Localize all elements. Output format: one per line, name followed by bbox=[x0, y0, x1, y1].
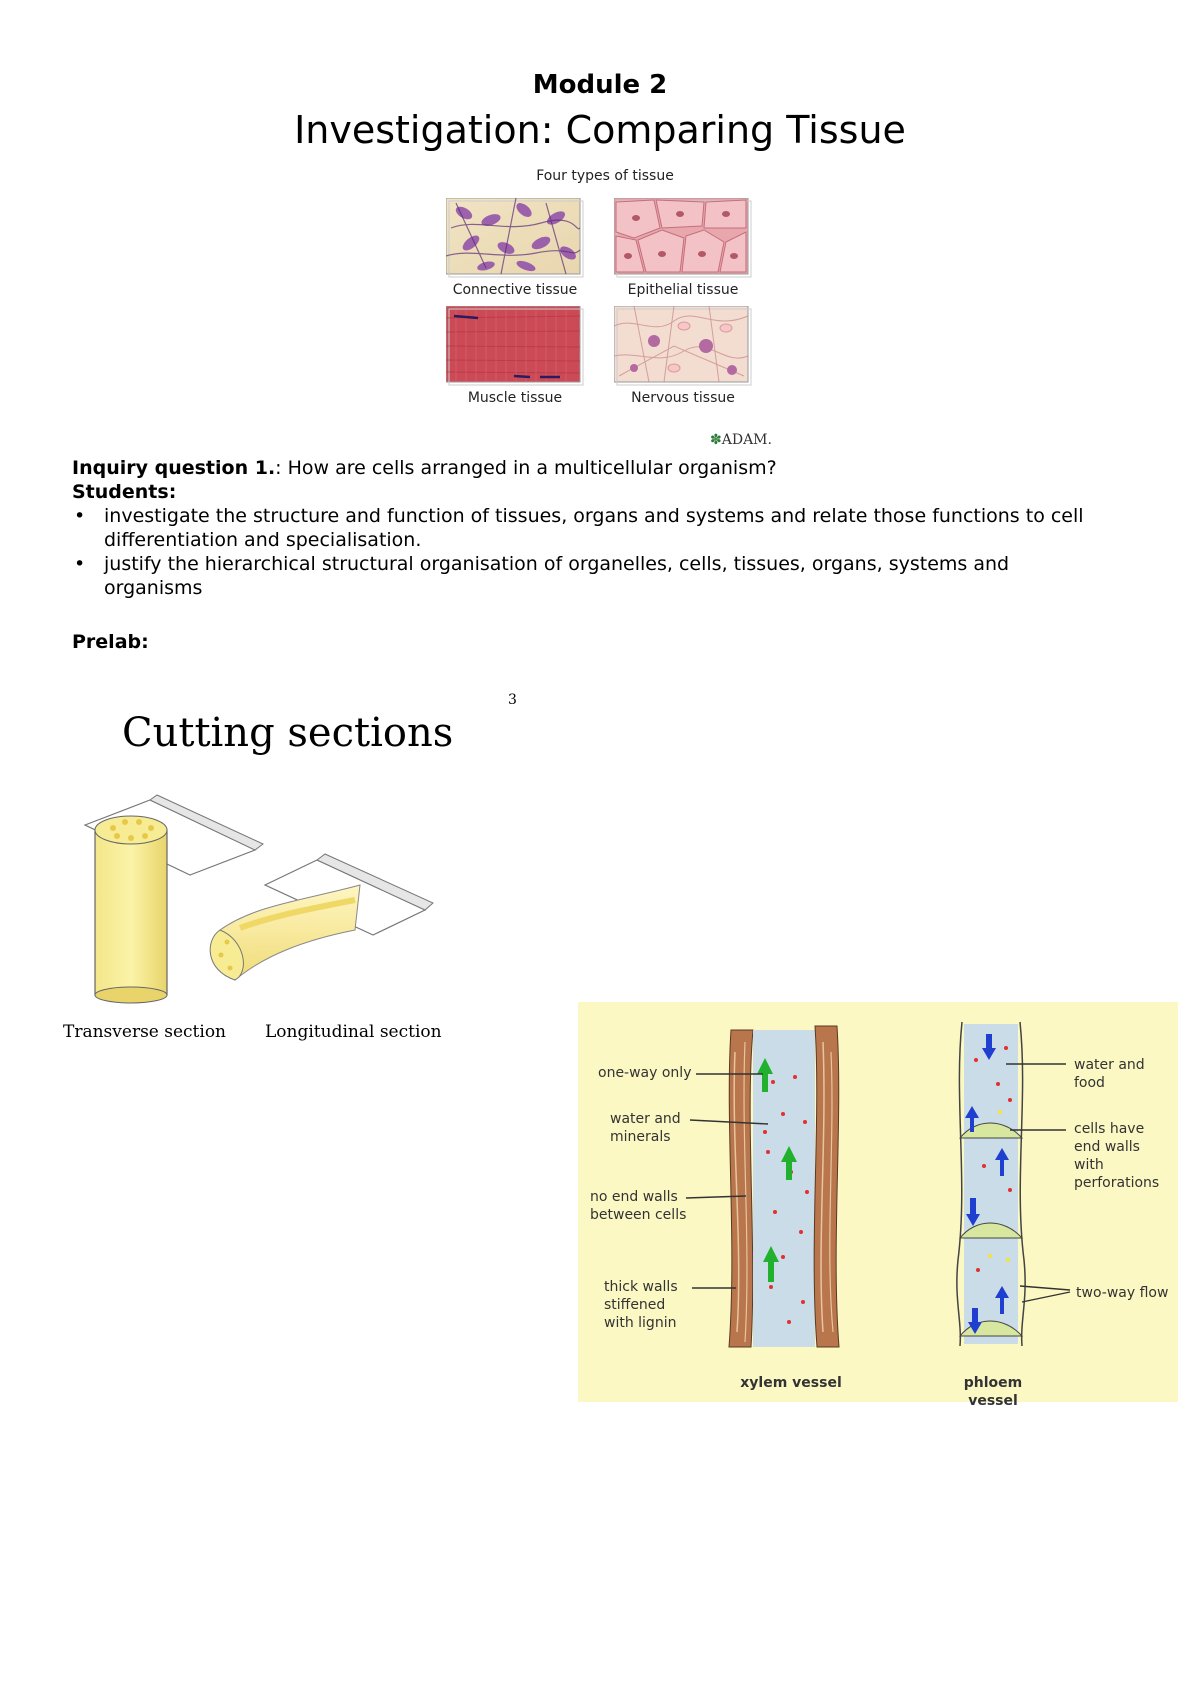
transverse-section-caption: Transverse section bbox=[63, 1022, 227, 1042]
slide-number: 3 bbox=[508, 692, 517, 708]
connective-tissue-image bbox=[446, 198, 584, 278]
adam-logo: ✽ADAM. bbox=[710, 432, 790, 448]
epithelial-tissue-image bbox=[614, 198, 752, 278]
xylem-label-no-end-walls: no end walls between cells bbox=[590, 1189, 687, 1223]
list-item: investigate the structure and function o… bbox=[72, 504, 1104, 552]
muscle-tissue-label: Muscle tissue bbox=[467, 390, 563, 406]
connective-tissue-label: Connective tissue bbox=[452, 282, 578, 298]
nervous-tissue-label: Nervous tissue bbox=[631, 390, 735, 406]
cutting-sections-diagram bbox=[83, 794, 434, 1004]
xylem-vessel-diagram bbox=[728, 1025, 840, 1348]
inquiry-question-label: Inquiry question 1. bbox=[72, 457, 276, 479]
xylem-label-water-minerals: water and minerals bbox=[610, 1111, 681, 1145]
list-item: justify the hierarchical structural orga… bbox=[72, 552, 1064, 600]
muscle-tissue-image bbox=[446, 306, 584, 386]
inquiry-question-text: How are cells arranged in a multicellula… bbox=[281, 457, 777, 479]
inquiry-line: Inquiry question 1.: How are cells arran… bbox=[72, 456, 1112, 480]
vessel-label-lines bbox=[685, 1063, 1071, 1303]
phloem-label-end-walls: cells have end walls with perforations bbox=[1074, 1121, 1160, 1191]
tissue-figure-title: Four types of tissue bbox=[536, 168, 674, 184]
xylem-vessel-title: xylem vessel bbox=[740, 1375, 842, 1391]
prelab-label: Prelab: bbox=[72, 631, 149, 653]
xylem-label-one-way: one-way only bbox=[598, 1065, 692, 1081]
phloem-vessel-title: phloem vessel bbox=[963, 1375, 1023, 1409]
module-heading: Module 2 bbox=[532, 70, 668, 100]
objectives-list: investigate the structure and function o… bbox=[72, 504, 1112, 600]
vessel-figure: one-way only water and minerals no end w… bbox=[578, 1002, 1178, 1409]
page-title: Investigation: Comparing Tissue bbox=[294, 108, 906, 152]
nervous-tissue-image bbox=[614, 306, 752, 386]
students-label: Students: bbox=[72, 481, 177, 503]
adam-credit-text: ADAM. bbox=[721, 432, 772, 448]
phloem-label-water-food: water and food bbox=[1074, 1057, 1145, 1091]
phloem-label-two-way: two-way flow bbox=[1076, 1285, 1169, 1301]
adam-logo-icon: ✽ bbox=[710, 432, 722, 448]
inquiry-separator: : bbox=[275, 457, 282, 479]
tissue-figure: Four types of tissue Connective ti bbox=[440, 168, 772, 458]
inquiry-section: Inquiry question 1.: How are cells arran… bbox=[72, 456, 1112, 600]
longitudinal-section-caption: Longitudinal section bbox=[265, 1022, 442, 1042]
epithelial-tissue-label: Epithelial tissue bbox=[627, 282, 739, 298]
cutting-sections-title: Cutting sections bbox=[122, 710, 454, 756]
xylem-label-thick-walls: thick walls stiffened with lignin bbox=[604, 1279, 678, 1331]
phloem-vessel-diagram bbox=[956, 1021, 1026, 1347]
